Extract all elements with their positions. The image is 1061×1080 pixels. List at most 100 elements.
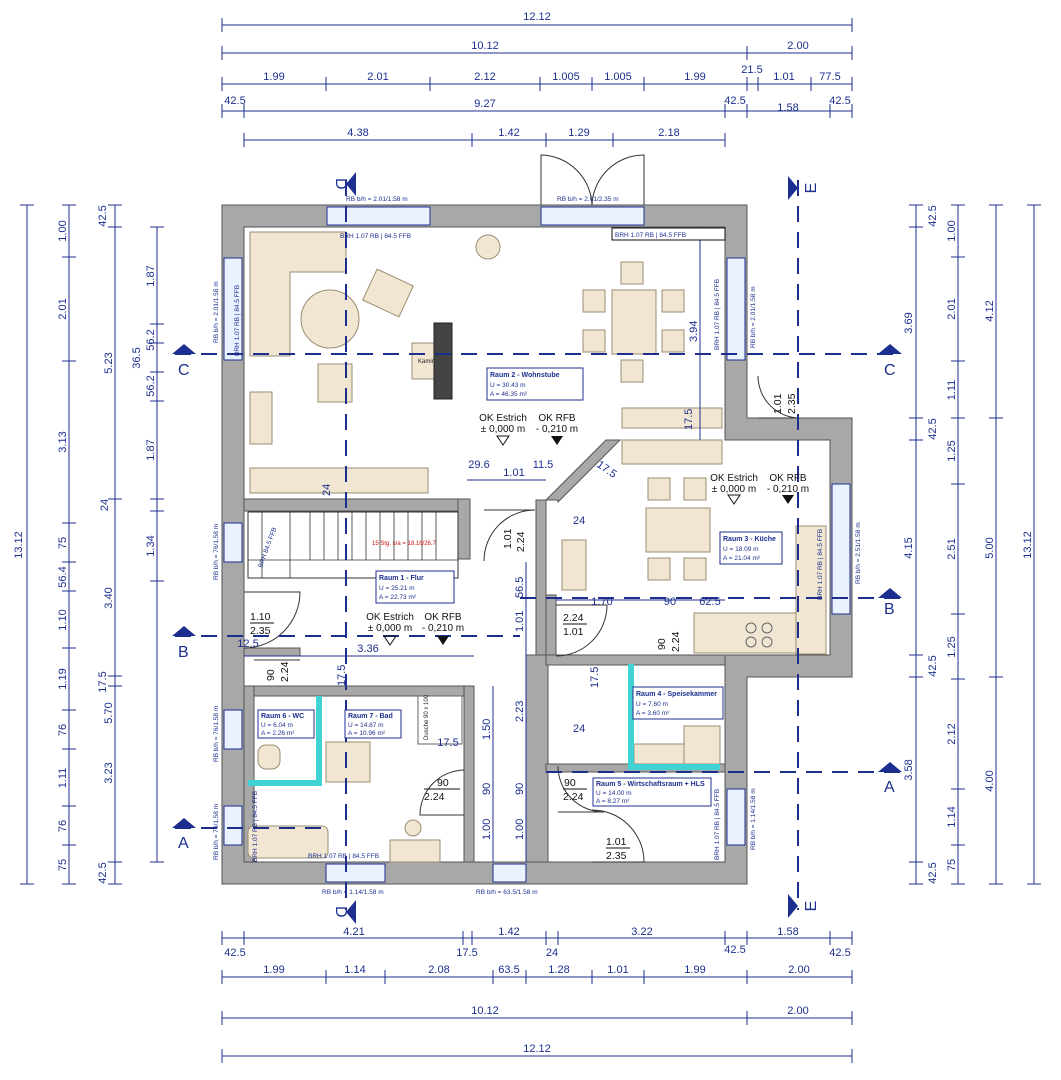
room-perimeter: U = 6.04 m [261, 722, 293, 729]
dim-r2-6: 2.12 [946, 723, 958, 744]
window-label: BRH 1.07 RB | 84.5 FFB [340, 233, 411, 240]
door-height: 1.01 [563, 626, 584, 638]
section-a-right: A [884, 779, 895, 796]
dim-r3-1: 5.00 [984, 537, 996, 558]
window-label: RB b/h = 76/1.58 m [213, 804, 220, 860]
room-area: A = 3.60 m² [636, 710, 670, 717]
level-estrich-value: ± 0,000 m [481, 424, 525, 435]
dim-l4-5: 24 [99, 499, 111, 511]
dim-r1-5: 3.58 [903, 759, 915, 780]
counter [621, 439, 723, 465]
chair [582, 289, 606, 313]
room-title: Raum 7 - Bad [348, 713, 393, 720]
dim-inner: 56.5 [514, 577, 526, 598]
chair [647, 557, 671, 581]
dim-inner: 12.5 [237, 638, 258, 650]
room-bad: Raum 7 - Bad U = 14.87 m A = 10.96 m² [344, 709, 402, 739]
door-height: 2.35 [606, 850, 627, 862]
window [831, 483, 851, 615]
chair [683, 557, 707, 581]
room-labels: Raum 2 - Wohnstube U = 30.43 m A = 46.35… [257, 367, 783, 807]
dim-r2-1: 2.01 [946, 298, 958, 319]
dim-bot-r2-1: 1.14 [344, 964, 365, 976]
level-estrich-label: OK Estrich [710, 473, 758, 484]
room-kueche: Raum 3 - Küche U = 18.09 m A = 21.04 m² [719, 531, 783, 565]
chair [582, 329, 606, 353]
dim-bot-r2-2: 2.08 [428, 964, 449, 976]
dim-l4-2: 56.2 [145, 329, 157, 350]
dim-top-r4-2: 42.5 [724, 95, 745, 107]
section-c-left: C [178, 362, 190, 379]
chair [661, 329, 685, 353]
dim-inner: 1.01 [503, 467, 524, 479]
dim-top-r5-0: 4.38 [347, 127, 368, 139]
dim-top-r4-1: 9.27 [474, 98, 495, 110]
dim-top-r4-3: 1.58 [777, 102, 798, 114]
door-width: 1.10 [250, 611, 271, 623]
door-width: 90 [265, 669, 277, 681]
dim-r1-6: 42.5 [927, 862, 939, 883]
section-b-left: B [178, 644, 189, 661]
dim-bot-r1-3: 1.42 [498, 926, 519, 938]
dim-inner: 62.5 [699, 596, 720, 608]
dim-top-r3-6: 21.5 [741, 64, 762, 76]
dim-l3-5: 3.23 [103, 762, 115, 783]
dim-bot-r2-6: 1.99 [684, 964, 705, 976]
door-width: 1.01 [502, 528, 514, 549]
door-height: 2.24 [515, 531, 527, 552]
dim-inner: 24 [573, 515, 585, 527]
dim-top-r5-1: 1.42 [498, 127, 519, 139]
window [726, 788, 746, 846]
dim-r1-4: 42.5 [927, 655, 939, 676]
dim-r1-0: 42.5 [927, 205, 939, 226]
dim-top-r3-8: 77.5 [819, 71, 840, 83]
section-c-right: C [884, 362, 896, 379]
section-d-top: D [332, 178, 349, 190]
dim-l4-1: 36.5 [131, 347, 143, 368]
dim-l2-0: 1.00 [57, 220, 69, 241]
level-estrich-label: OK Estrich [366, 612, 414, 623]
dim-r2-4: 2.51 [946, 538, 958, 559]
window-label: BRH 1.07 RB | 84.5 FFB [714, 279, 721, 350]
chair [683, 477, 707, 501]
section-a-left: A [178, 835, 189, 852]
dim-l4-4: 1.87 [145, 439, 157, 460]
top-dimensions: 12.12 10.12 2.00 1.99 2.01 2.12 1.005 1.… [221, 11, 853, 147]
dim-inner: 90 [481, 783, 493, 795]
window-label: RB b/h = 76/1.58 m [213, 524, 220, 580]
room-perimeter: U = 14.87 m [348, 722, 384, 729]
cabinet [325, 741, 371, 783]
dim-l2-8: 1.11 [57, 768, 69, 789]
window-label: RB b/h = 1.14/1.58 m [750, 788, 757, 850]
door-labels: 1.10 2.35 1.01 2.24 2.24 1.01 90 2.24 90… [250, 393, 798, 862]
room-area: A = 22.73 m² [379, 594, 417, 601]
window-labels: RB b/h = 2.01/1.58 m RB b/h = 2.01/2.35 … [213, 196, 862, 896]
room-perimeter: U = 7.60 m [636, 701, 668, 708]
window-label: BRH 1.07 RB | 84.5 FFB [234, 285, 241, 356]
level-marks: OK Estrich ± 0,000 m OK RFB - 0,210 m OK… [366, 413, 809, 646]
window [726, 257, 746, 361]
window-label: BRH 1.07 RB | 84.5 FFB [714, 789, 721, 860]
door-width: 1.01 [772, 393, 784, 414]
window-label: RB b/h = 2.01/1.58 m [750, 286, 757, 348]
room-area: A = 8.27 m² [596, 798, 630, 805]
shelf [683, 725, 721, 765]
dim-l3-2: 3.40 [103, 587, 115, 608]
room-title: Raum 3 - Küche [723, 536, 776, 543]
dim-top-r4-0: 42.5 [224, 95, 245, 107]
window-label: RB b/h = 2.01/2.35 m [557, 196, 619, 203]
tv-board [249, 467, 429, 494]
dim-r2-3: 1.25 [946, 440, 958, 461]
room-area: A = 46.35 m² [490, 391, 528, 398]
dim-l2-1: 2.01 [57, 298, 69, 319]
room-wirtschaftsraum: Raum 5 - Wirtschaftsraum + HLS U = 14.00… [592, 777, 712, 807]
room-perimeter: U = 18.09 m [723, 546, 759, 553]
bottom-dimensions: 42.5 4.21 17.5 1.42 24 3.22 42.5 1.58 42… [221, 926, 853, 1063]
dim-bot-r2-5: 1.01 [607, 964, 628, 976]
dim-l2-9: 76 [57, 820, 69, 832]
door-height: 2.24 [424, 791, 445, 803]
room-title: Raum 6 - WC [261, 713, 304, 720]
dim-r3-0: 4.12 [984, 300, 996, 321]
dim-r3-2: 4.00 [984, 770, 996, 791]
level-rfb-value: - 0,210 m [536, 424, 578, 435]
